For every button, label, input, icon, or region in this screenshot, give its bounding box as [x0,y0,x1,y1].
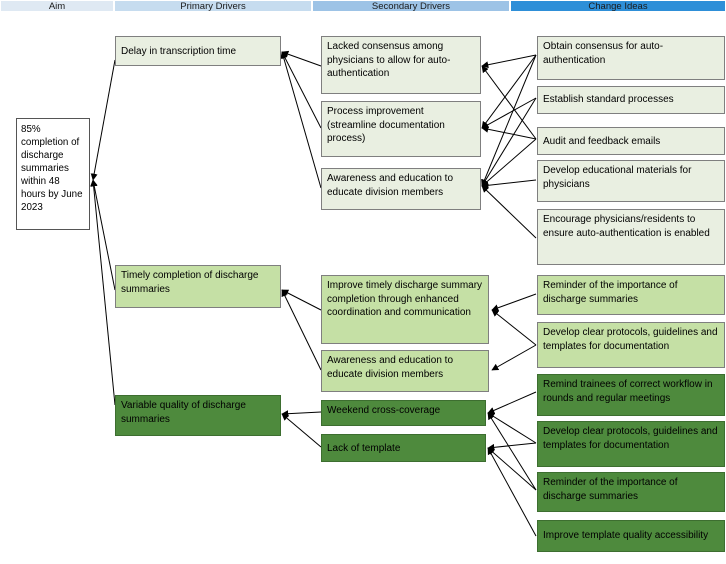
arrow-ci10-sec7 [487,447,537,491]
secondary-driver-5: Awareness and education to educate divis… [321,350,489,392]
arrow-ci9-sec6 [487,412,537,444]
header-primary-drivers: Primary Drivers [114,0,312,12]
arrow-sec2-primary1 [281,51,322,129]
change-idea-8: Remind trainees of correct workflow in r… [537,374,725,416]
arrow-ci1-sec3 [481,54,537,187]
secondary-driver-2: Process improvement (streamline document… [321,101,481,157]
secondary-driver-4: Improve timely discharge summary complet… [321,275,489,344]
arrow-ci1-sec2 [481,54,537,129]
secondary-driver-3: Awareness and education to educate divis… [321,168,481,210]
change-idea-1: Obtain consensus for auto-authentication [537,36,725,80]
arrow-ci1-sec1 [481,54,537,69]
change-idea-10: Reminder of the importance of discharge … [537,472,725,512]
change-idea-9: Develop clear protocols, guidelines and … [537,421,725,467]
arrow-ci8-sec6 [487,391,537,414]
arrow-ci6-sec4 [491,293,537,312]
change-idea-4: Develop educational materials for physic… [537,160,725,202]
secondary-driver-7: Lack of template [321,434,486,462]
arrow-ci7-sec4 [491,309,537,346]
arrow-sec4-primary2 [281,289,322,311]
arrow-sec6-primary3 [281,410,322,418]
arrow-sec3-primary1 [280,51,322,189]
arrow-ci4-sec3 [481,179,537,189]
primary-driver-2: Timely completion of discharge summaries [115,265,281,308]
arrow-ci9-sec7 [487,442,537,451]
change-idea-5: Encourage physicians/residents to ensure… [537,209,725,265]
change-idea-3: Audit and feedback emails [537,127,725,155]
arrow-primary1-aim [90,59,116,181]
change-idea-2: Establish standard processes [537,86,725,114]
change-idea-7: Develop clear protocols, guidelines and … [537,322,725,368]
header-secondary-drivers: Secondary Drivers [312,0,510,12]
arrow-ci3-sec2 [481,125,537,140]
aim-box: 85% completion of discharge summaries wi… [16,118,90,230]
primary-driver-3: Variable quality of discharge summaries [115,395,281,436]
arrow-ci2-sec3 [481,97,537,187]
secondary-driver-1: Lacked consensus among physicians to all… [321,36,481,94]
arrow-ci3-sec3 [481,138,537,187]
secondary-driver-6: Weekend cross-coverage [321,400,486,426]
arrow-ci10-sec6 [487,412,537,491]
primary-driver-1: Delay in transcription time [115,36,281,66]
arrow-ci11-sec7 [487,447,537,537]
arrow-ci7-sec5 [491,344,537,371]
arrow-sec7-primary3 [281,413,322,448]
change-idea-11: Improve template quality accessibility [537,520,725,552]
arrow-sec1-primary1 [281,50,322,67]
change-idea-6: Reminder of the importance of discharge … [537,275,725,315]
arrow-primary2-aim [90,179,116,291]
header-change-ideas: Change Ideas [510,0,726,12]
arrow-ci5-sec3 [481,185,537,239]
arrow-primary3-aim [90,179,116,406]
arrow-ci3-sec1 [481,65,537,140]
arrow-ci2-sec2 [481,97,537,129]
header-aim: Aim [0,0,114,12]
arrow-sec5-primary2 [281,289,322,371]
